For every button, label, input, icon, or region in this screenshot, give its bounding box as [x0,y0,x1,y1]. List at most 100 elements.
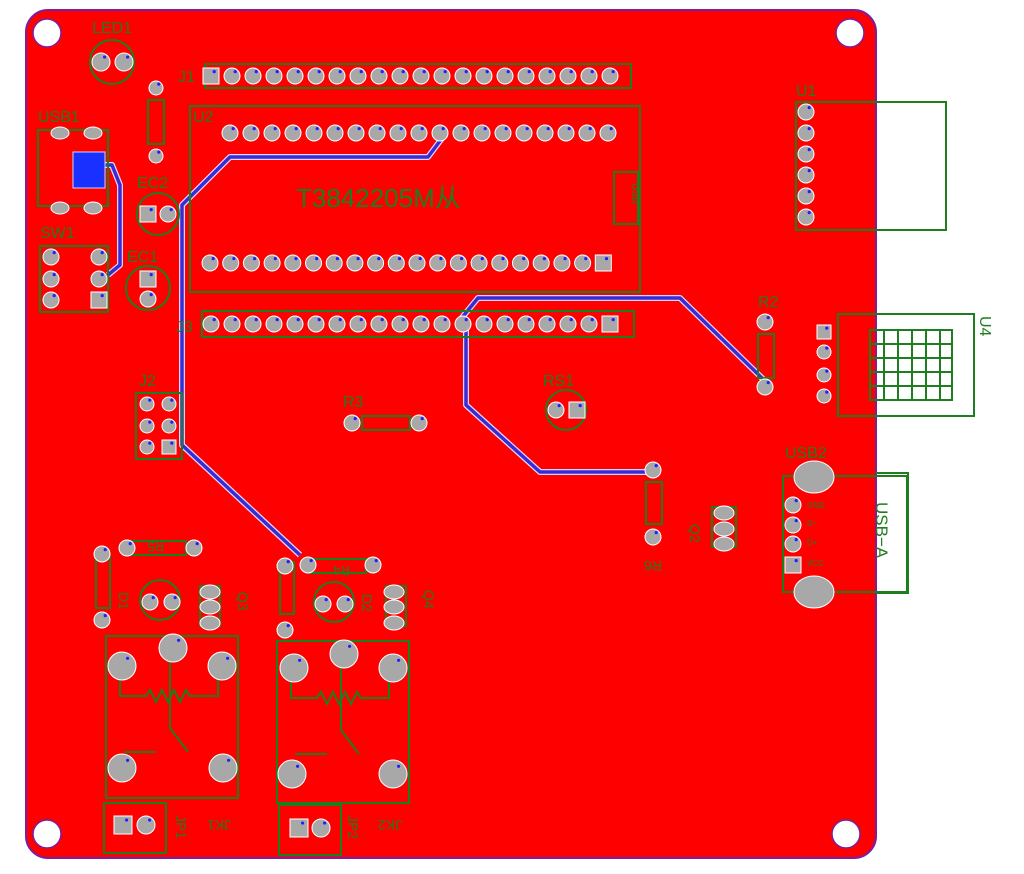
r2-pad [756,378,774,396]
jk2-pad [277,759,307,789]
board-title: T3842205M从 [296,183,461,213]
j3-pad [244,315,262,333]
jk2-pad [279,653,309,683]
j3-pad [307,315,325,333]
sw1-pad [90,291,108,309]
j1-pad [412,67,430,85]
jk2-pad [378,759,408,789]
u2-top-pad [410,124,428,142]
u2-top-pad [452,124,470,142]
r6-body [645,481,663,525]
pad-via-dot [380,318,384,322]
jk1-pad [158,633,188,663]
usb2-shield-pad [793,460,835,494]
pad-via-dot [233,70,237,74]
sw1-outline [39,245,109,313]
j3-pad [475,315,493,333]
d2-pad [336,595,354,613]
jk2-pad [378,653,408,683]
u4-outline [837,313,975,417]
pad-via-dot [273,127,277,131]
pad-via-dot [273,257,277,261]
pad-via-dot [378,127,382,131]
pad-via-dot [609,127,613,131]
pad-via-dot [464,70,468,74]
pad-via-dot [301,821,305,825]
label-r2: R2 [758,294,779,311]
pad-via-dot [335,257,339,261]
j1-pad [454,67,472,85]
pad-via-dot [170,420,174,424]
pad-via-dot [825,390,829,394]
mounting-holes [32,18,865,849]
pad-via-dot [399,127,403,131]
pad-via-dot [462,127,466,131]
ec2-outline [136,192,180,236]
pad-via-dot [420,127,424,131]
label-j2: J2 [139,373,156,390]
label-d2: D2 [359,594,375,612]
pad-via-dot [211,257,215,261]
pad-via-dot [126,758,130,762]
pad-via-dot [359,70,363,74]
pad-via-dot [588,127,592,131]
pad-via-dot [807,169,811,173]
usb1-shield [50,126,70,140]
label-sw1: SW1 [40,225,75,242]
u2-top-pad [221,124,239,142]
usb2-pad [784,516,802,534]
pad-via-dot [807,106,811,110]
jk1-pad [207,651,237,681]
label-jp1: JP1 [173,815,189,839]
pad-via-dot [766,316,770,320]
jk1-pad [208,753,238,783]
j2-pad [161,396,177,412]
pad-via-dot [401,318,405,322]
label-vcc: VCC [807,559,824,568]
pad-via-dot [374,559,378,563]
pad-via-dot [353,417,357,421]
j1-pad [433,67,451,85]
jk1-pad [107,753,137,783]
u2-bottom-pad [284,254,302,272]
j3-pad [559,315,577,333]
pad-via-dot [584,257,588,261]
label-u1: U1 [796,83,817,100]
sw1-pad [42,248,60,266]
relay-switch [295,658,360,755]
pad-via-dot [397,764,401,768]
u2-bottom-pad [305,254,322,272]
pad-via-dot [807,148,811,152]
pad-via-dot [309,559,313,563]
label-j3: J3 [176,319,193,336]
jp1-pad [113,815,133,835]
label-d1: D1 [116,592,132,610]
u1-pad [797,145,815,163]
u2-bottom-pad [408,254,426,272]
u2-bottom-pad [222,254,240,272]
pad-via-dot [401,70,405,74]
pad-via-dot [103,548,107,552]
pad-via-dot [590,318,594,322]
pad-via-dot [542,257,547,261]
pad-via-dot [173,596,177,600]
q2-pad [713,536,735,552]
pad-via-dot [443,70,447,74]
label-jk1: JK1 [207,817,231,833]
r-pad [148,148,164,164]
j1-pad [538,67,556,85]
pad-via-dot [52,294,56,298]
label-dminus: D− [807,519,818,528]
label-jp2: JP2 [345,815,361,839]
pad-via-dot [527,318,531,322]
r4b-pad [364,556,382,574]
pad-via-dot [483,127,487,131]
pad-via-dot [149,273,153,277]
pad-via-dot [286,560,290,564]
pad-via-dot [128,542,132,546]
pad-via-dot [52,251,56,255]
u1-pad [797,124,815,142]
pad-via-dot [317,70,321,74]
j3-pad [265,315,283,333]
label-r5: R5 [147,539,164,554]
